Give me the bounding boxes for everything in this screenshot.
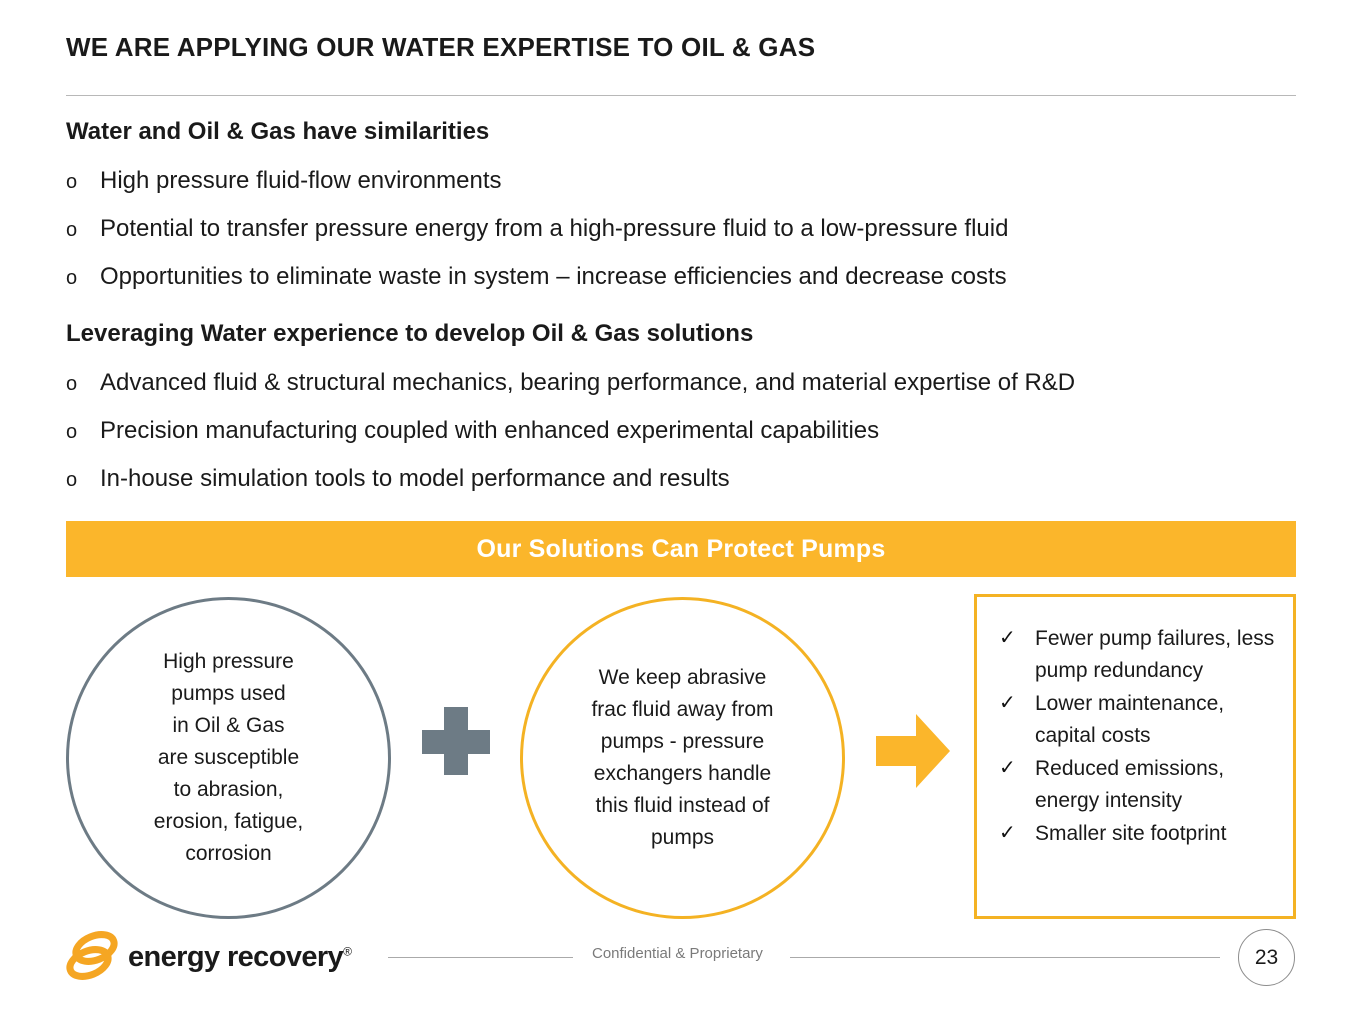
benefit-item: ✓ Fewer pump failures, less pump redunda… bbox=[999, 623, 1275, 686]
problem-line: pumps used bbox=[171, 682, 286, 706]
problem-circle: High pressure pumps used in Oil & Gas ar… bbox=[66, 597, 391, 919]
benefit-item: ✓ Lower maintenance, capital costs bbox=[999, 688, 1275, 751]
bullet-label: Advanced fluid & structural mechanics, b… bbox=[100, 369, 1076, 396]
bullet-marker-icon: o bbox=[66, 171, 78, 193]
right-arrow-icon bbox=[876, 714, 950, 788]
banner-label: Our Solutions Can Protect Pumps bbox=[476, 534, 886, 563]
solution-line: frac fluid away from bbox=[591, 698, 774, 722]
bullet-label: High pressure fluid-flow environments bbox=[100, 167, 502, 194]
problem-line: in Oil & Gas bbox=[172, 714, 285, 738]
benefit-label: Fewer pump failures, less pump redundanc… bbox=[1035, 627, 1275, 682]
check-icon: ✓ bbox=[999, 692, 1016, 714]
solution-line: pumps - pressure bbox=[600, 730, 765, 754]
solution-line: exchangers handle bbox=[593, 762, 772, 785]
problem-line: High pressure bbox=[163, 650, 294, 674]
plus-icon bbox=[422, 707, 490, 775]
bullet-label: Potential to transfer pressure energy fr… bbox=[100, 215, 1009, 242]
solutions-banner: Our Solutions Can Protect Pumps bbox=[66, 521, 1296, 577]
benefit-label: Lower maintenance, capital costs bbox=[1035, 692, 1225, 747]
bullet-marker-icon: o bbox=[66, 373, 78, 395]
problem-line: are susceptible bbox=[157, 746, 300, 770]
benefits-box: ✓ Fewer pump failures, less pump redunda… bbox=[974, 594, 1296, 919]
bullet-marker-icon: o bbox=[66, 421, 78, 443]
problem-line: corrosion bbox=[185, 841, 272, 865]
company-logo: energy recovery® bbox=[64, 930, 352, 984]
solution-line: this fluid instead of bbox=[595, 793, 770, 817]
solution-line: pumps bbox=[650, 825, 715, 849]
logo-word-text: energy recovery bbox=[128, 940, 344, 973]
benefit-item: ✓ Reduced emissions, energy intensity bbox=[999, 753, 1275, 816]
bullet-marker-icon: o bbox=[66, 267, 78, 289]
check-icon: ✓ bbox=[999, 757, 1016, 779]
problem-line: to abrasion, bbox=[173, 777, 284, 801]
title-divider bbox=[66, 95, 1296, 96]
solution-circle-text: We keep abrasive frac fluid away from pu… bbox=[536, 662, 829, 853]
bullet-marker-icon: o bbox=[66, 469, 78, 491]
bullet-item: o Potential to transfer pressure energy … bbox=[66, 215, 1008, 243]
page-number-badge: 23 bbox=[1238, 929, 1295, 986]
page-title: WE ARE APPLYING OUR WATER EXPERTISE TO O… bbox=[66, 32, 816, 62]
solution-circle: We keep abrasive frac fluid away from pu… bbox=[520, 597, 845, 919]
benefit-item: ✓ Smaller site footprint bbox=[999, 818, 1275, 850]
energy-recovery-swirl-icon bbox=[66, 931, 118, 980]
bullet-item: o Advanced fluid & structural mechanics,… bbox=[66, 369, 1075, 397]
plus-bar-vertical bbox=[444, 707, 468, 775]
bullet-label: In-house simulation tools to model perfo… bbox=[100, 465, 730, 492]
bullet-label: Opportunities to eliminate waste in syst… bbox=[100, 263, 1007, 290]
solution-line: We keep abrasive bbox=[598, 666, 767, 690]
check-icon: ✓ bbox=[999, 627, 1016, 649]
bullet-marker-icon: o bbox=[66, 219, 78, 241]
bullet-item: o High pressure fluid-flow environments bbox=[66, 167, 502, 195]
bullet-label: Precision manufacturing coupled with enh… bbox=[100, 417, 880, 444]
bullet-item: o Precision manufacturing coupled with e… bbox=[66, 417, 879, 445]
bullet-item: o In-house simulation tools to model per… bbox=[66, 465, 730, 493]
section-heading-leveraging: Leveraging Water experience to develop O… bbox=[66, 320, 754, 347]
logo-wordmark: energy recovery® bbox=[128, 940, 352, 974]
footer-divider-left bbox=[388, 957, 573, 958]
registered-mark: ® bbox=[343, 943, 352, 958]
check-icon: ✓ bbox=[999, 822, 1016, 844]
benefit-label: Smaller site footprint bbox=[1035, 822, 1227, 845]
benefit-label: Reduced emissions, energy intensity bbox=[1035, 757, 1225, 812]
footer-divider-right bbox=[790, 957, 1220, 958]
section-heading-similarities: Water and Oil & Gas have similarities bbox=[66, 118, 490, 145]
problem-line: erosion, fatigue, bbox=[153, 809, 304, 833]
footer-note: Confidential & Proprietary bbox=[592, 945, 763, 962]
problem-circle-text: High pressure pumps used in Oil & Gas ar… bbox=[82, 646, 375, 869]
bullet-item: o Opportunities to eliminate waste in sy… bbox=[66, 263, 1007, 291]
